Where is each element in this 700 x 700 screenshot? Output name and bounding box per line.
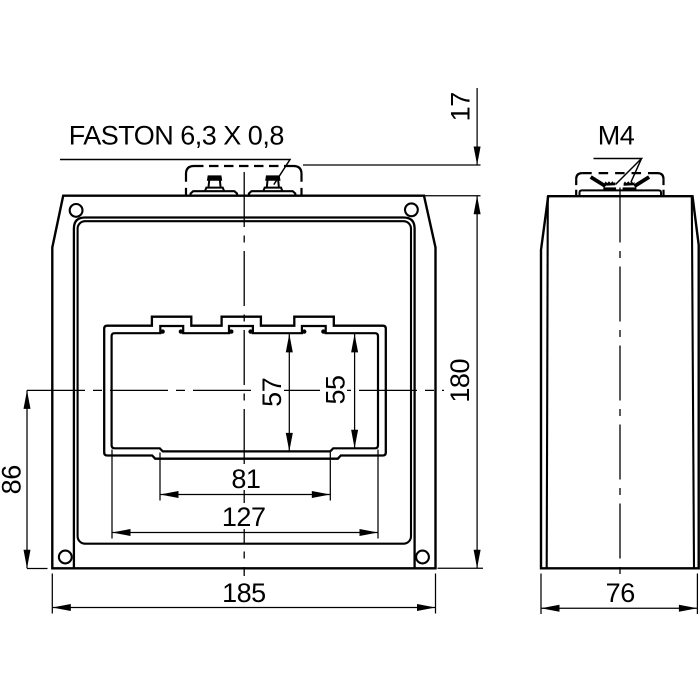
svg-text:17: 17 xyxy=(445,92,475,121)
svg-text:76: 76 xyxy=(606,578,635,608)
svg-text:FASTON 6,3 X 0,8: FASTON 6,3 X 0,8 xyxy=(69,120,284,150)
svg-text:127: 127 xyxy=(222,502,266,532)
svg-text:86: 86 xyxy=(0,465,26,494)
svg-text:M4: M4 xyxy=(598,120,635,150)
svg-text:185: 185 xyxy=(222,578,266,608)
svg-text:180: 180 xyxy=(445,359,475,403)
svg-text:57: 57 xyxy=(257,378,287,407)
svg-text:81: 81 xyxy=(231,464,260,494)
svg-text:55: 55 xyxy=(321,375,351,404)
